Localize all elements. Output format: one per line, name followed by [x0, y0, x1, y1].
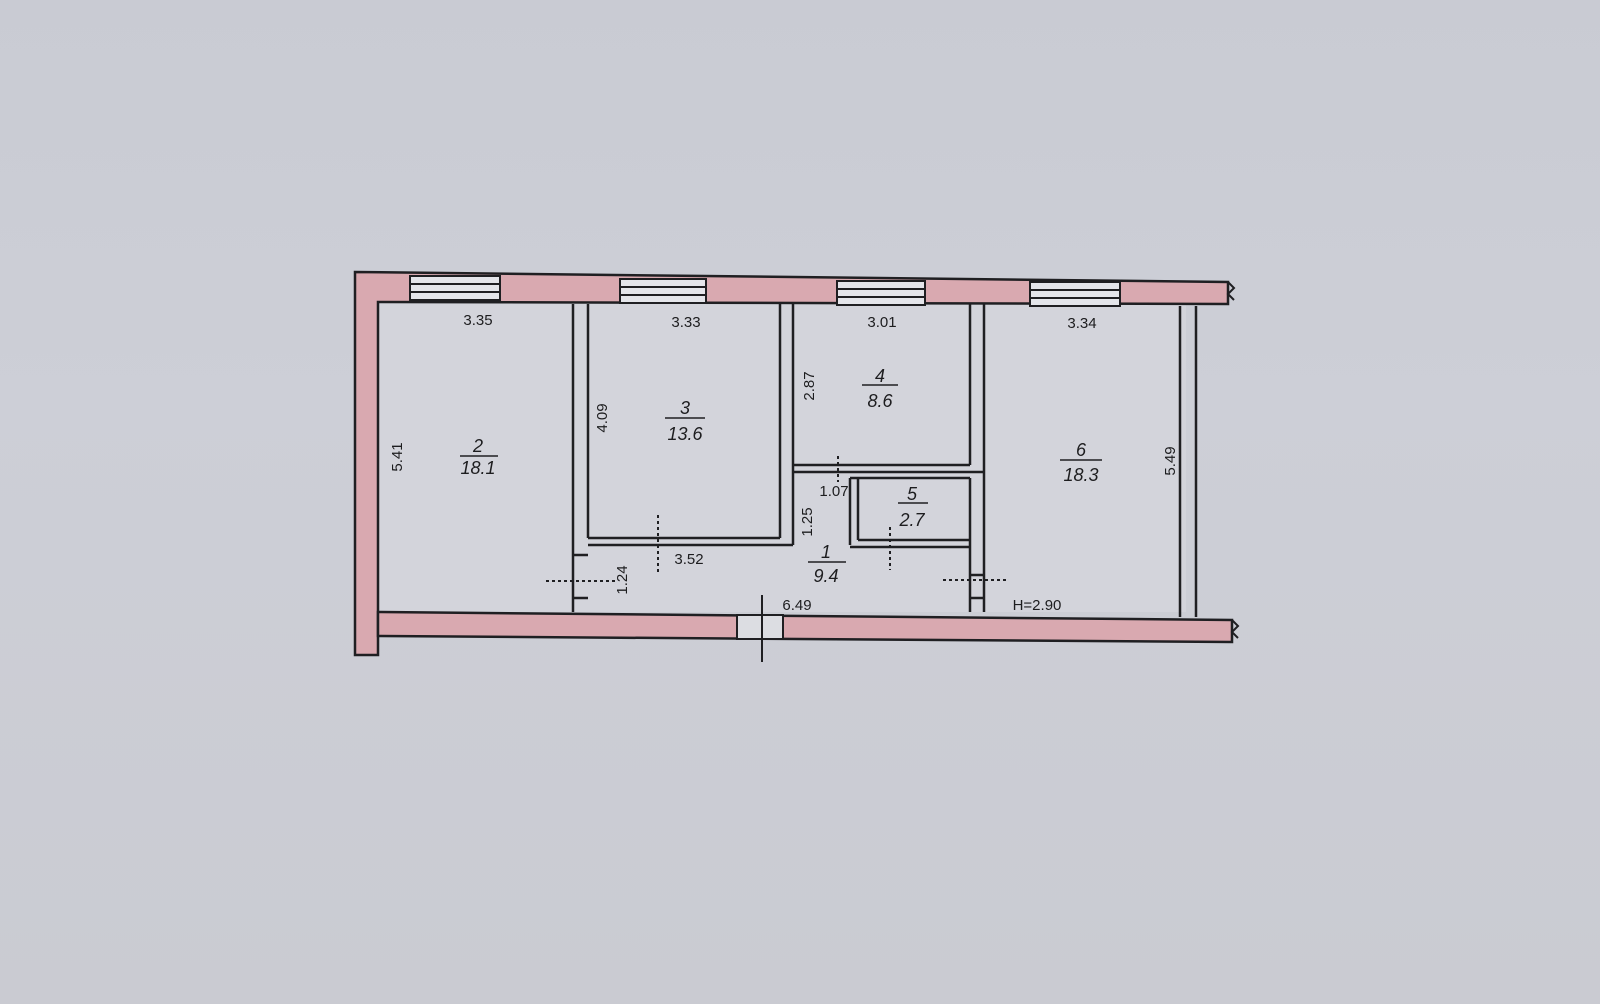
dim-room4-width: 3.01: [867, 314, 896, 331]
window-room-2: [409, 275, 501, 301]
room-label-2: 2 18.1: [460, 436, 498, 478]
svg-text:18.1: 18.1: [460, 458, 495, 478]
window-room-3: [619, 278, 707, 304]
interior-walls: [571, 304, 1198, 617]
room-label-1: 1 9.4: [808, 542, 846, 586]
wall-break-mark: [1230, 619, 1240, 639]
dim-corridor-length: 6.49: [782, 597, 811, 614]
svg-text:2: 2: [472, 436, 483, 456]
dim-room3-width: 3.33: [671, 314, 700, 331]
svg-text:1: 1: [821, 542, 831, 562]
dim-corridor-segment: 3.52: [674, 551, 703, 568]
windows: [409, 275, 1121, 307]
svg-text:8.6: 8.6: [867, 391, 893, 411]
ceiling-height: H=2.90: [1013, 597, 1062, 614]
svg-text:3: 3: [680, 398, 690, 418]
room-label-3: 3 13.6: [665, 398, 705, 444]
wall-break-mark: [1226, 281, 1236, 301]
room-label-6: 6 18.3: [1060, 440, 1102, 485]
dim-corridor-width: 1.24: [614, 565, 631, 594]
svg-text:6: 6: [1076, 440, 1087, 460]
room-label-4: 4 8.6: [862, 366, 898, 411]
window-room-4: [836, 280, 926, 306]
dim-room6-width: 3.34: [1067, 315, 1096, 332]
dim-hall-depth: 1.25: [799, 507, 816, 536]
dim-hall-width: 1.07: [819, 483, 848, 500]
dim-room2-depth: 5.41: [389, 442, 406, 471]
svg-text:5: 5: [907, 484, 918, 504]
svg-text:18.3: 18.3: [1063, 465, 1098, 485]
svg-text:2.7: 2.7: [898, 510, 925, 530]
window-room-6: [1029, 281, 1121, 307]
dim-room2-width: 3.35: [463, 312, 492, 329]
door-markers: [546, 456, 1006, 582]
svg-text:9.4: 9.4: [813, 566, 838, 586]
entrance-door: [736, 614, 784, 640]
plan-floor: [378, 302, 1186, 612]
room-label-5: 5 2.7: [898, 484, 928, 530]
svg-text:4: 4: [875, 366, 885, 386]
svg-text:13.6: 13.6: [667, 424, 703, 444]
dim-room3-depth: 4.09: [594, 403, 611, 432]
dim-room4-depth: 2.87: [801, 371, 818, 400]
dim-room6-depth: 5.49: [1162, 446, 1179, 475]
